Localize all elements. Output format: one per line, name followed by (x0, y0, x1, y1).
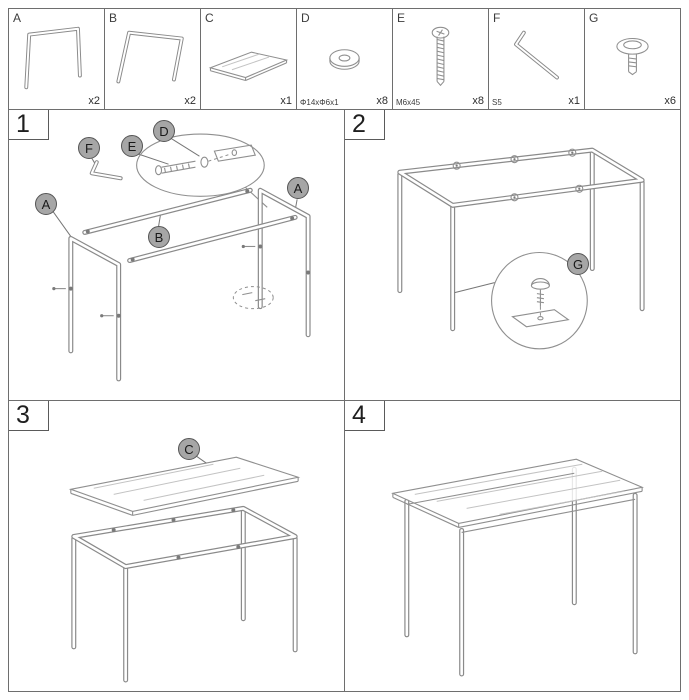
step-panel-4: 4 (345, 401, 680, 691)
part-spec-e: M6x45 (396, 98, 421, 107)
part-letter-b: B (109, 11, 118, 25)
callout-label-b: B (148, 226, 170, 248)
part-box-g: G x6 (585, 9, 680, 109)
step-4-number: 4 (345, 401, 385, 431)
callout-label-f: F (78, 137, 100, 159)
part-box-f: F S5 x1 (489, 9, 584, 109)
callout-label-e: E (121, 135, 143, 157)
step-panel-2: 2 (345, 110, 680, 400)
part-f-allen-key-illustration (514, 30, 559, 80)
part-qty-b: x2 (184, 95, 196, 107)
part-spec-d: Φ14xΦ6x1 (300, 98, 339, 107)
callout-label-d: D (153, 120, 175, 142)
part-qty-d: x8 (376, 95, 388, 107)
part-qty-e: x8 (472, 95, 484, 107)
part-letter-d: D (301, 11, 310, 25)
part-box-c: C x1 (201, 9, 296, 109)
steps-grid: 1 (8, 110, 681, 692)
step-1-illustration (52, 133, 311, 382)
part-qty-a: x2 (88, 95, 100, 107)
part-b-frame-illustration (116, 30, 184, 84)
callout-label-a-right: A (287, 177, 309, 199)
part-box-a: A x2 (9, 9, 104, 109)
part-qty-c: x1 (280, 95, 292, 107)
part-e-bolt-illustration (431, 26, 450, 87)
part-c-glass-top-illustration (208, 51, 289, 81)
part-a-frame-illustration (24, 26, 82, 90)
part-qty-g: x6 (664, 95, 676, 107)
callout-label-c: C (178, 438, 200, 460)
part-spec-f: S5 (492, 98, 502, 107)
part-box-e: E M6x45 x8 (393, 9, 488, 109)
part-box-b: B x2 (105, 9, 200, 109)
step-1-number: 1 (9, 110, 49, 140)
part-letter-e: E (397, 11, 406, 25)
part-letter-a: A (13, 11, 22, 25)
step-panel-3: 3 (9, 401, 344, 691)
part-d-washer-illustration (329, 49, 360, 70)
callout-label-a-left: A (35, 193, 57, 215)
part-g-foot-illustration (616, 37, 649, 76)
step-2-number: 2 (345, 110, 385, 140)
step-3-number: 3 (9, 401, 49, 431)
part-box-d: D Φ14xΦ6x1 x8 (297, 9, 392, 109)
callout-label-g: G (567, 253, 589, 275)
step-2-illustration (397, 147, 645, 350)
step-panel-1: 1 (9, 110, 344, 400)
assembly-instruction-sheet: A x2 B x2 C (8, 8, 681, 692)
step-4-illustration (391, 458, 644, 677)
part-qty-f: x1 (568, 95, 580, 107)
parts-list: A x2 B x2 C (8, 8, 681, 110)
step-3-illustration (68, 455, 301, 683)
part-letter-g: G (589, 11, 599, 25)
part-letter-c: C (205, 11, 214, 25)
part-letter-f: F (493, 11, 501, 25)
